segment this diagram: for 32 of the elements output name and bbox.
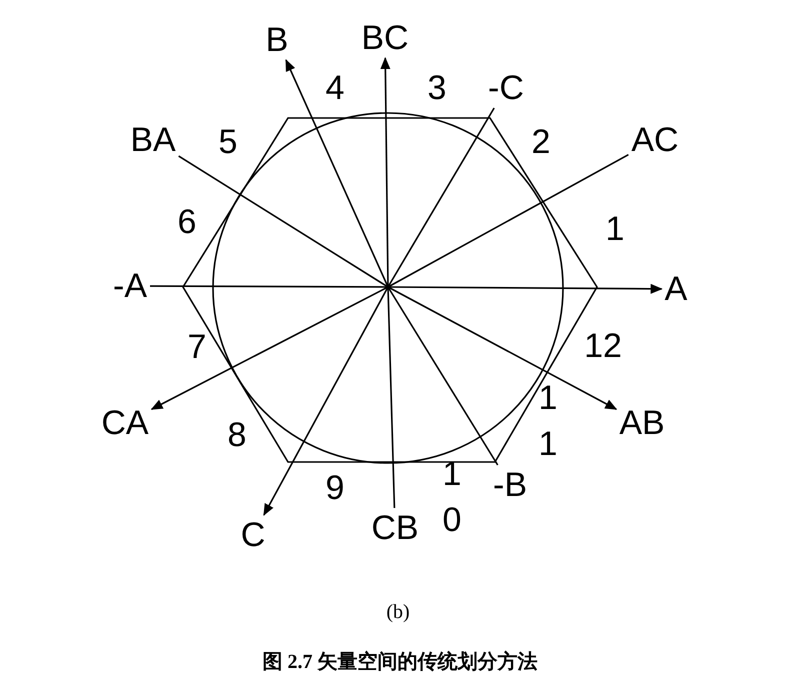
vector-arrow bbox=[150, 286, 388, 410]
sector-number: 7 bbox=[188, 330, 206, 364]
vector-label: -B bbox=[493, 468, 527, 502]
sector-number: 1 bbox=[606, 212, 624, 246]
sector-number: 6 bbox=[178, 205, 196, 239]
sector-number: 8 bbox=[228, 418, 246, 452]
vector-label: AC bbox=[631, 123, 679, 157]
vector-arrow bbox=[388, 284, 663, 294]
sector-number: 3 bbox=[428, 71, 446, 105]
vector-label: BC bbox=[361, 21, 409, 55]
sector-number: 2 bbox=[532, 125, 550, 159]
vector-arrow bbox=[380, 57, 390, 287]
sector-number: 11 bbox=[538, 378, 558, 465]
vector-label: CA bbox=[101, 406, 149, 440]
sector-number: 12 bbox=[584, 329, 622, 363]
sector-number: 9 bbox=[326, 471, 344, 505]
vector-label: AB bbox=[619, 406, 665, 440]
vector-label: C bbox=[240, 518, 266, 552]
subfigure-label: (b) bbox=[386, 602, 410, 622]
vector-label: B bbox=[266, 23, 288, 57]
sector-number: 4 bbox=[326, 71, 344, 105]
sector-number: 10 bbox=[442, 454, 462, 541]
vector-label: A bbox=[664, 272, 688, 306]
sector-number: 5 bbox=[218, 125, 238, 159]
vector-arrow bbox=[285, 59, 389, 288]
vector-label: -C bbox=[488, 71, 524, 105]
vector-label: CB bbox=[371, 511, 419, 545]
figure-caption: 图 2.7 矢量空间的传统划分方法 bbox=[262, 652, 538, 672]
vector-label: BA bbox=[130, 123, 176, 157]
vector-arrow bbox=[388, 286, 618, 410]
vector-arrow bbox=[263, 286, 389, 516]
vector-label: -A bbox=[113, 269, 147, 303]
